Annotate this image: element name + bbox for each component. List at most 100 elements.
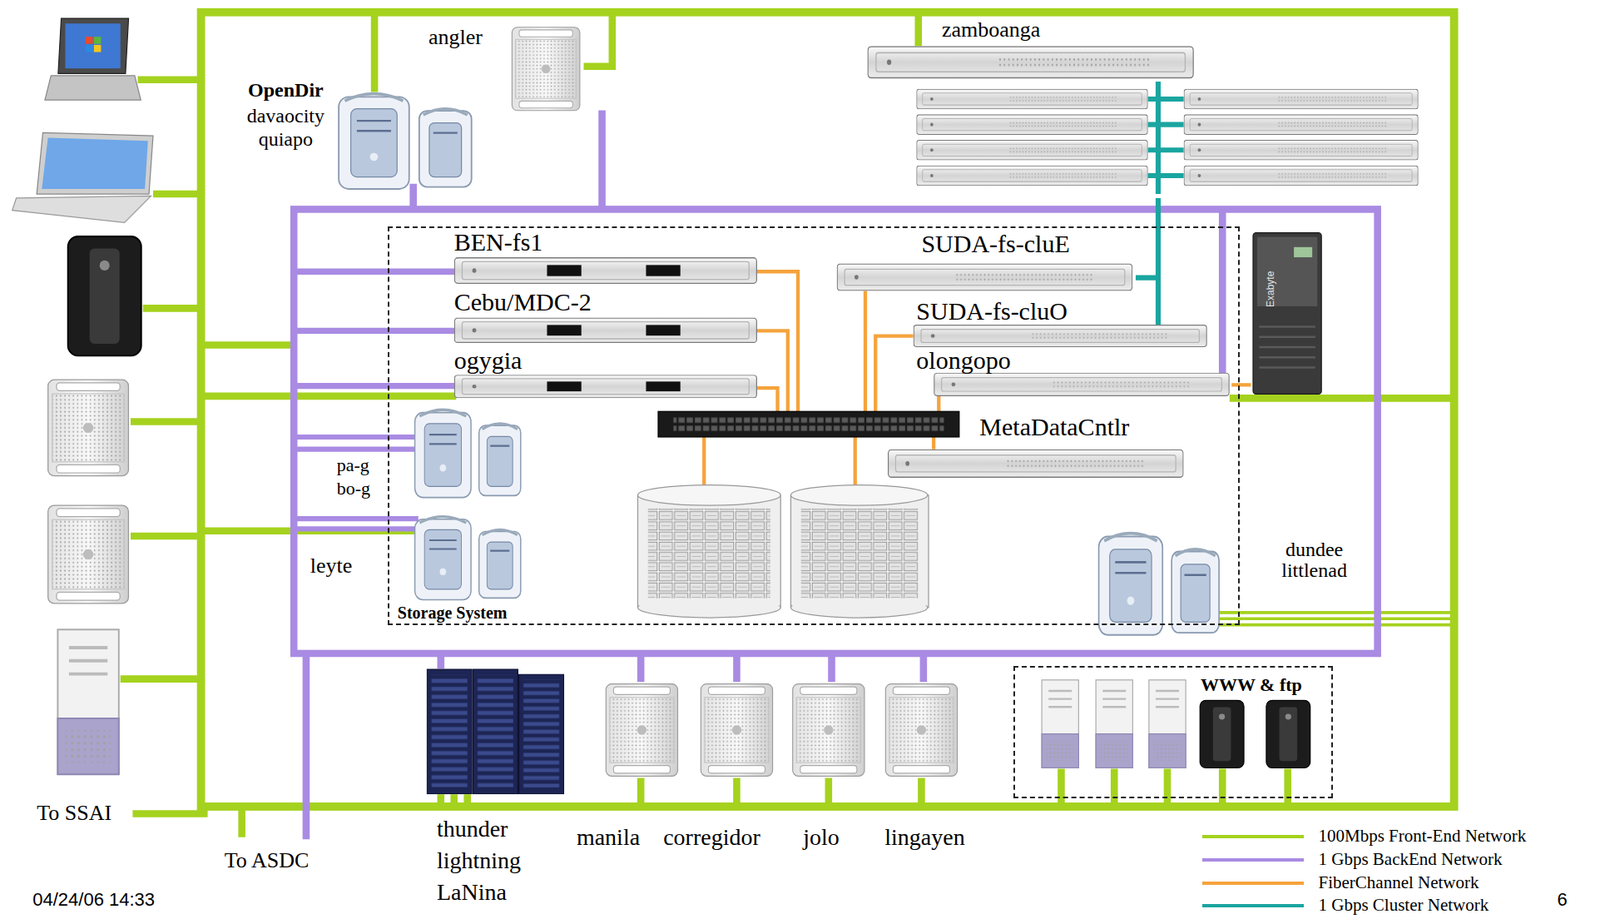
leyte-servers	[415, 516, 521, 600]
disk-array	[790, 495, 929, 608]
client-windows-laptop	[64, 23, 120, 69]
angler-server: angler	[426, 22, 590, 114]
legend-entry: 1 Gbps BackEnd Network	[1202, 849, 1502, 872]
storage-servers	[934, 372, 1229, 396]
legend-swatch	[1202, 881, 1305, 885]
angler-mac-pro	[511, 27, 580, 111]
host-label: bo-g	[336, 478, 371, 498]
node-label: OpenDir	[234, 79, 337, 101]
file-server: SUDA-fs-cluO	[911, 297, 1209, 349]
compute-mac-pros	[792, 683, 865, 777]
tape-library: Exabyte	[1251, 230, 1325, 397]
node-label: zamboanga	[941, 18, 1041, 41]
link-label: To ASDC	[224, 848, 310, 872]
storage-servers	[454, 375, 757, 398]
cluster-nodes	[1183, 114, 1418, 135]
cluster-nodes	[916, 89, 1418, 185]
file-server: Cebu/MDC-2	[451, 288, 760, 345]
node-label: BEN-fs1	[454, 228, 544, 256]
storage-system: Storage System BEN-fs1 SUDA-fs-cluE Cebu/MD…	[387, 226, 1240, 625]
front-end-network	[237, 806, 246, 838]
storage-servers	[454, 257, 757, 284]
metadata-controller: MetaDataCntlr	[886, 411, 1188, 480]
web-ftp-group: WWW & ftp	[1013, 665, 1333, 798]
cluster-nodes	[1183, 140, 1418, 161]
node-label: angler	[428, 25, 483, 49]
disk-array	[790, 485, 929, 618]
disk-array	[639, 495, 780, 605]
web-ftp-servers	[1149, 679, 1186, 768]
front-end-network	[120, 12, 1457, 838]
dundee-littlenad-servers	[1099, 533, 1220, 635]
node-label: jolo	[802, 824, 840, 849]
client-windows-laptop	[44, 18, 141, 100]
legend-swatch	[1202, 903, 1305, 907]
back-end-network	[293, 436, 419, 529]
front-end-network	[1229, 394, 1457, 402]
cluster-nodes	[916, 140, 1148, 161]
client-windows-laptop	[85, 36, 94, 45]
blade-racks	[426, 668, 472, 794]
blade-racks	[472, 668, 518, 794]
client-windows-laptop	[58, 18, 129, 74]
legend-entry: 1 Gbps Cluster Network	[1202, 895, 1502, 917]
web-ftp-servers	[1266, 699, 1311, 768]
node-label: Storage System	[397, 604, 508, 622]
cluster-network	[1148, 81, 1184, 325]
node-label: olongopo	[916, 346, 1011, 374]
node-label: SUDA-fs-cluO	[916, 297, 1068, 325]
back-end-network	[293, 109, 1378, 839]
front-end-network	[1216, 612, 1457, 625]
disk-array	[638, 495, 782, 608]
fiberchannel-network	[703, 436, 856, 486]
opendir-servers	[338, 94, 472, 189]
back-end-network	[306, 109, 1223, 839]
storage-servers	[888, 449, 1184, 477]
disk-array	[638, 485, 782, 618]
node-label: ogygia	[454, 346, 523, 374]
cluster-nodes	[1183, 89, 1418, 109]
file-server: ogygia	[451, 346, 760, 401]
cluster-nodes	[916, 165, 1148, 186]
compute-mac-pros	[700, 683, 773, 777]
front-end-network	[1060, 768, 1288, 807]
host-label: pa-g	[336, 455, 370, 475]
fiberchannel-link	[1231, 382, 1251, 387]
client-windows-laptop	[94, 36, 102, 45]
legend-swatch	[1202, 857, 1305, 862]
disk-array	[792, 495, 928, 605]
node-label: corregidor	[663, 824, 761, 849]
node-label: dundee littlenad	[1273, 539, 1356, 581]
exabyte-tape-library	[1253, 232, 1322, 395]
legend-label: 100Mbps Front-End Network	[1317, 826, 1526, 845]
client-powerbook	[12, 195, 152, 223]
node-label: manila	[576, 824, 640, 849]
compute-node: corregidor	[661, 678, 779, 853]
compute-cluster: zamboanga	[865, 16, 1427, 199]
web-ftp-servers	[1199, 699, 1244, 768]
legend-entry: FiberChannel Network	[1202, 872, 1502, 895]
node-label: SUDA-fs-cluE	[921, 230, 1070, 258]
exabyte-tape-library	[1253, 232, 1322, 395]
legend-label: 1 Gbps BackEnd Network	[1317, 849, 1502, 868]
storage-servers	[454, 317, 757, 342]
page-number: 6	[1556, 889, 1567, 909]
blade-racks	[426, 668, 564, 794]
front-end-network	[201, 12, 1455, 807]
disk-array	[648, 508, 771, 599]
node-label: Cebu/MDC-2	[454, 288, 592, 316]
client-windows-laptop	[85, 44, 94, 53]
client-windows-laptop	[44, 75, 141, 100]
compute-node: jolo	[787, 678, 870, 853]
host-label: leyte	[310, 554, 353, 577]
compute-node: manila	[571, 678, 664, 853]
compute-mac-pros	[605, 683, 957, 777]
blade-racks	[519, 673, 565, 794]
disk-array	[801, 508, 919, 599]
fiberchannel-switch	[673, 415, 944, 433]
link-label: To SSAI	[36, 801, 112, 824]
fiberchannel-network	[757, 271, 798, 412]
